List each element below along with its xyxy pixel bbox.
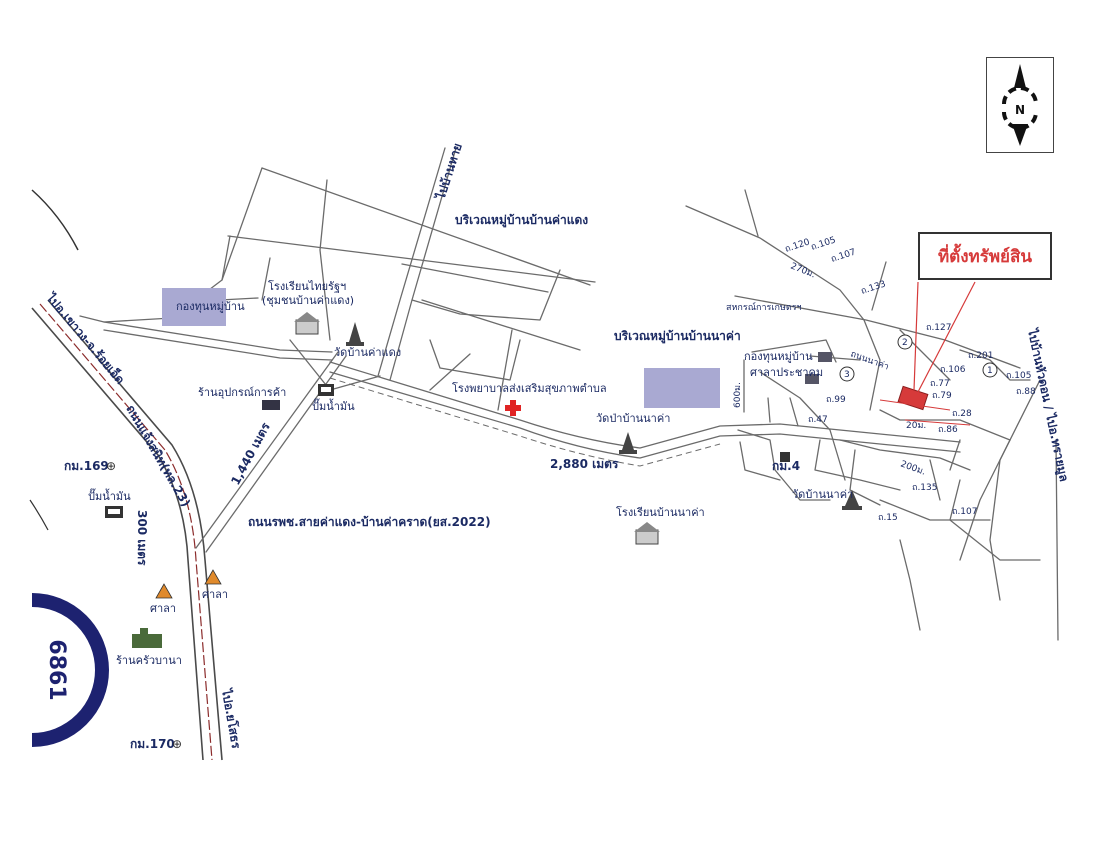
school-icon xyxy=(634,522,660,545)
pavilion-icon xyxy=(204,569,222,585)
shop-icon xyxy=(262,400,280,410)
temple-icon xyxy=(619,432,637,454)
village-area-2-label: บริเวณหมู่บ้านบ้านนาค่า xyxy=(614,329,741,344)
temple-2-label: วัดป่าบ้านนาค่า xyxy=(596,412,670,425)
highway-23 xyxy=(31,299,223,761)
lot-label: ถ.47 xyxy=(808,415,828,425)
svg-text:1: 1 xyxy=(987,366,993,376)
distance-4-label: 600ม. xyxy=(733,382,743,408)
east-village-roads xyxy=(685,189,1059,641)
village-area-2-fill xyxy=(644,368,720,408)
decor-arc xyxy=(29,499,49,531)
circled-number: 2 xyxy=(897,334,913,350)
distance-7-label: 20ม. xyxy=(906,421,926,431)
lot-label: ถ.106 xyxy=(940,365,966,375)
km169-label: กม.169 xyxy=(64,459,109,473)
temple-3-label: วัดบ้านนาค่า xyxy=(792,488,853,501)
school-1-sub-label: (ชุมชนบ้านค่าแดง) xyxy=(262,294,354,307)
lot-label: ถ.127 xyxy=(926,323,952,333)
village-fund-area xyxy=(162,288,226,326)
north-label: N xyxy=(1015,103,1025,117)
km4-icon xyxy=(780,452,790,462)
rural-road-label: ถนนรพช.สายค่าแดง-บ้านค่าคราด(ยส.2022) xyxy=(248,515,491,529)
km4-label: กม.4 xyxy=(772,459,800,473)
lot-label: ถ.120 xyxy=(784,237,812,254)
school-icon xyxy=(294,312,320,335)
stamp-text: 6861 xyxy=(44,639,69,700)
lot-label: ถ.15 xyxy=(878,513,898,523)
distance-2-label: 2,880 เมตร xyxy=(550,457,619,471)
village-area-1-label: บริเวณหมู่บ้านบ้านค่าแดง xyxy=(455,213,588,228)
lot-label: ถ.77 xyxy=(930,379,950,389)
lot-label: ถ.107 xyxy=(952,507,978,517)
temple-icon xyxy=(346,322,364,346)
road-to-north-label: ไปบ้านหาย xyxy=(432,141,465,203)
lot-label: ถ.28 xyxy=(952,409,972,419)
temple-1-label: วัดบ้านค่าแดง xyxy=(334,346,401,359)
property-label: ที่ตั้งทรัพย์สิน xyxy=(937,246,1033,267)
road-dashed xyxy=(329,377,721,467)
lot-label: ถ.99 xyxy=(826,395,846,405)
gas-station-icon xyxy=(105,506,123,518)
gas-station-icon xyxy=(318,384,334,396)
local-road-label: ถนนนาค่า xyxy=(849,349,890,372)
road-to-south-label: ไปอ.ยโสธร xyxy=(219,686,245,750)
km169-icon: ⊕ xyxy=(106,459,116,473)
north-arrow-icon: N xyxy=(1002,64,1038,146)
temple-icon xyxy=(842,490,862,510)
distance-6-label: 200ม. xyxy=(899,459,927,477)
distance-3-label: 300 เมตร xyxy=(135,510,149,566)
svg-text:3: 3 xyxy=(844,370,850,380)
school-2-label: โรงเรียนบ้านนาค่า xyxy=(616,505,705,519)
lot-label: ถ.105 xyxy=(810,235,837,252)
restaurant-label: ร้านครัวบานา xyxy=(116,654,182,667)
distance-1-label: 1,440 เมตร xyxy=(228,420,273,487)
school-1-label: โรงเรียนไทยรัฐฯ xyxy=(268,279,346,293)
village-fund-1-label: กองทุนหมู่บ้าน xyxy=(176,300,245,313)
lot-label: ถ.133 xyxy=(860,279,887,296)
lot-label: ถ.201 xyxy=(968,351,994,361)
lot-label: ถ.107 xyxy=(830,247,857,264)
lot-label: ถ.79 xyxy=(932,391,952,401)
circled-number: 3 xyxy=(839,366,855,382)
circled-number: 1 xyxy=(982,362,998,378)
pavilion-icon xyxy=(155,583,173,599)
gas-1-label: ปั๊มน้ำมัน xyxy=(312,398,355,413)
pavilion-1-label: ศาลา xyxy=(150,602,176,615)
pavilion-2-label: ศาลา xyxy=(202,588,228,601)
hospital-icon xyxy=(505,400,521,416)
restaurant-icon xyxy=(132,628,162,648)
gas-2-label: ปั๊มน้ำมัน xyxy=(88,488,131,503)
lot-label: ถ.88 xyxy=(1016,387,1036,397)
lot-label: ถ.135 xyxy=(912,483,938,493)
km170-icon: ⊕ xyxy=(172,737,182,751)
lot-labels: ถ.120 ถ.105 ถ.107 ถ.133 ถ.127 ถ.201 ถ.10… xyxy=(784,235,1036,523)
lot-label: ถ.105 xyxy=(1006,371,1032,381)
property-marker xyxy=(879,281,976,426)
agri-office-label: สหกรณ์การเกษตรฯ xyxy=(726,301,802,313)
stamp-seal: 6861 xyxy=(31,593,109,747)
main-road-north-edge xyxy=(329,361,961,449)
road-to-east-label: ไปบ้านหัวดอน / ไปอ.ทรายมูล xyxy=(1024,326,1072,483)
decor-arc xyxy=(31,189,79,251)
hospital-label: โรงพยาบาลส่งเสริมสุขภาพตำบล xyxy=(452,381,607,395)
highway-name-label: ถนนแจ้งสนิท(ทล.23) xyxy=(123,403,193,510)
svg-text:2: 2 xyxy=(902,338,908,348)
west-village-roads xyxy=(79,147,596,411)
distance-5-label: 270ม. xyxy=(789,262,817,281)
lot-label: ถ.86 xyxy=(938,425,958,435)
village-fund-2-label: กองทุนหมู่บ้าน xyxy=(744,350,813,363)
agri-office-icon xyxy=(818,352,832,362)
village-fund-icon xyxy=(805,374,819,384)
main-road-south-edge xyxy=(329,371,961,459)
property-label-box: ที่ตั้งทรัพย์สิน xyxy=(918,232,1052,280)
rural-road xyxy=(195,351,339,549)
pavilion-hall-label: ศาลาประชาคม xyxy=(750,366,823,379)
km170-label: กม.170 xyxy=(130,737,175,751)
shop-1-label: ร้านอุปกรณ์การค้า xyxy=(198,386,286,399)
road-to-northwest-label: ไปอ.เขาวง-จ.ร้อยเอ็ด xyxy=(42,289,128,387)
